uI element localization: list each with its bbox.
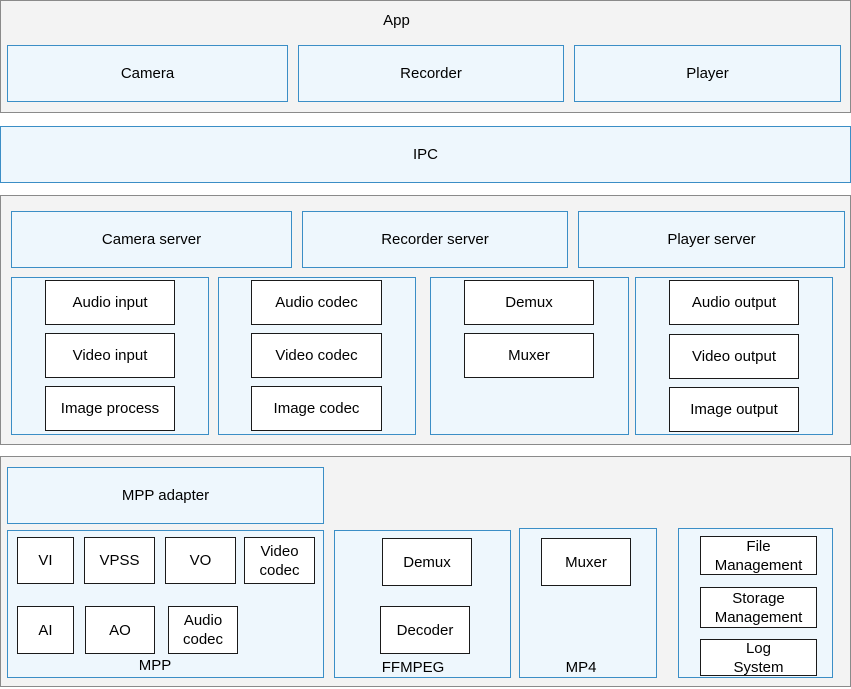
app-layer-title: App — [383, 12, 410, 29]
storage-management-box: Storage Management — [700, 587, 817, 628]
mpp-video-codec-box: Video codec — [244, 537, 315, 584]
muxer-box: Muxer — [464, 333, 594, 378]
demux-box: Demux — [464, 280, 594, 325]
image-output-box: Image output — [669, 387, 799, 432]
mp4-muxer-box: Muxer — [541, 538, 631, 586]
vo-box: VO — [165, 537, 236, 584]
mpp-label: MPP — [138, 657, 172, 674]
image-codec-box: Image codec — [251, 386, 382, 431]
mpp-audio-codec-box: Audio codec — [168, 606, 238, 654]
player-server-box: Player server — [578, 211, 845, 268]
player-box: Player — [574, 45, 841, 102]
camera-server-box: Camera server — [11, 211, 292, 268]
ffmpeg-label: FFMPEG — [381, 659, 445, 676]
ffmpeg-demux-box: Demux — [382, 538, 472, 586]
mpp-adapter-box: MPP adapter — [7, 467, 324, 524]
image-process-box: Image process — [45, 386, 175, 431]
recorder-box: Recorder — [298, 45, 564, 102]
recorder-server-box: Recorder server — [302, 211, 568, 268]
vi-box: VI — [17, 537, 74, 584]
vpss-box: VPSS — [84, 537, 155, 584]
ai-box: AI — [17, 606, 74, 654]
audio-output-box: Audio output — [669, 280, 799, 325]
decoder-box: Decoder — [380, 606, 470, 654]
audio-codec-box: Audio codec — [251, 280, 382, 325]
file-management-box: File Management — [700, 536, 817, 575]
ao-box: AO — [85, 606, 155, 654]
log-system-box: Log System — [700, 639, 817, 676]
ipc-layer: IPC — [0, 126, 851, 183]
video-output-box: Video output — [669, 334, 799, 379]
camera-box: Camera — [7, 45, 288, 102]
video-input-box: Video input — [45, 333, 175, 378]
audio-input-box: Audio input — [45, 280, 175, 325]
video-codec-box: Video codec — [251, 333, 382, 378]
mp4-label: MP4 — [565, 659, 597, 676]
